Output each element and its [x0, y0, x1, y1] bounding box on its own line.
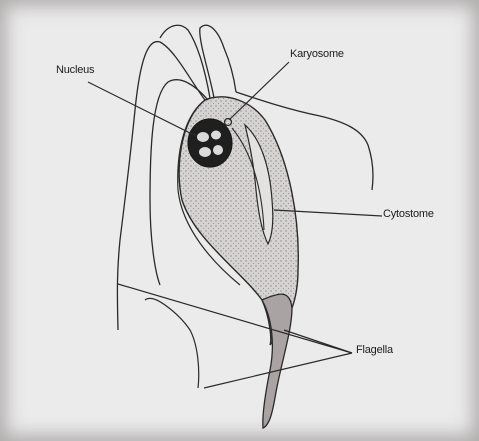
- flagella-label: Flagella: [356, 344, 393, 356]
- nucleus: [188, 119, 232, 167]
- anterior-flagellum-3: [200, 25, 236, 98]
- anterior-flagellum-6: [145, 298, 199, 388]
- cytostome-label: Cytostome: [383, 208, 434, 220]
- anterior-flagellum-2: [160, 25, 210, 98]
- nucleus-chromatin-1: [197, 132, 209, 142]
- nucleus-chromatin-2: [211, 131, 221, 140]
- nucleus-label: Nucleus: [56, 64, 94, 76]
- nucleus-chromatin-4: [213, 145, 223, 155]
- leader-flagella-2: [284, 330, 352, 353]
- leader-flagella-1: [118, 284, 352, 353]
- karyosome-label: Karyosome: [290, 48, 344, 60]
- leader-karyosome: [229, 62, 289, 120]
- nucleus-chromatin-3: [199, 147, 211, 157]
- leader-nucleus: [88, 82, 196, 136]
